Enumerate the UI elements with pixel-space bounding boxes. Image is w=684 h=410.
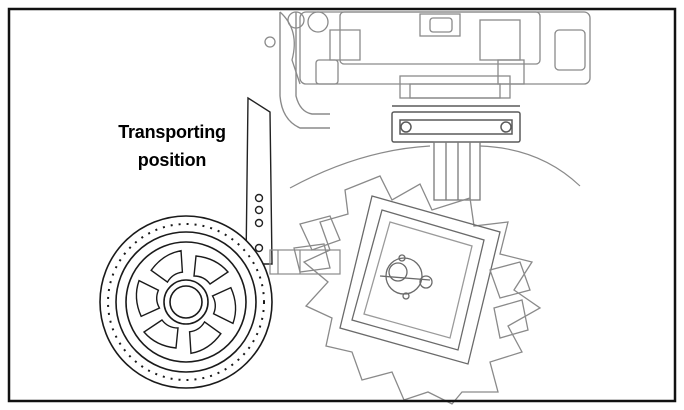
mounting-bracket bbox=[391, 105, 521, 143]
frame-tube bbox=[279, 12, 330, 129]
tine-assembly bbox=[293, 175, 542, 405]
callout-line-2: position bbox=[137, 150, 207, 170]
engine-housing bbox=[264, 11, 591, 99]
figure-border bbox=[7, 7, 677, 403]
transport-wheel bbox=[99, 215, 273, 389]
wheel-spokes bbox=[135, 249, 237, 355]
transport-bracket bbox=[245, 96, 273, 265]
gearbox-shaft bbox=[433, 141, 481, 201]
transporting-position-callout: Transporting position bbox=[106, 118, 238, 174]
callout-line-1: Transporting bbox=[118, 122, 226, 142]
tine-shield bbox=[289, 145, 581, 189]
